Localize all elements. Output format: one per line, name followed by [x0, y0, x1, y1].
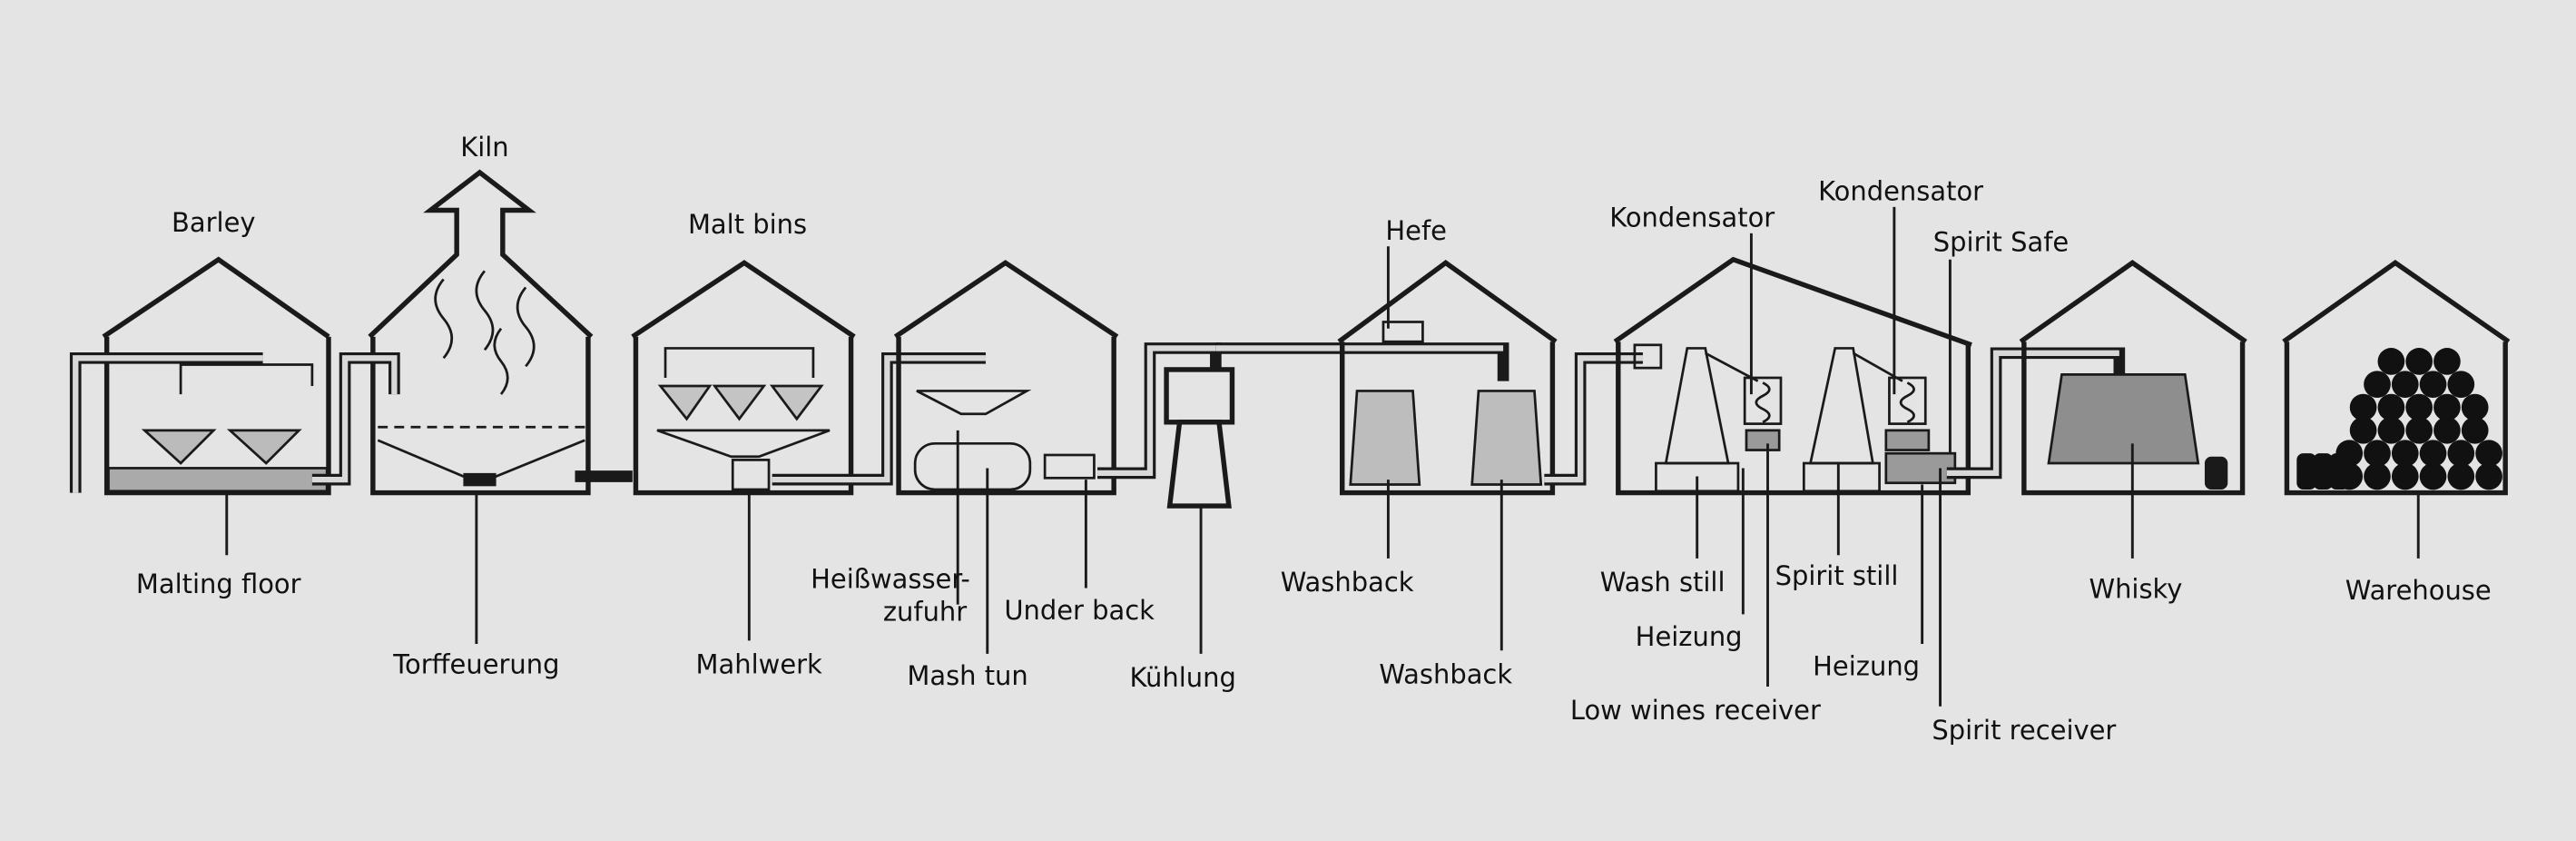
label-spirit-receiver: Spirit receiver	[1932, 715, 2116, 746]
label-torffeuerung: Torffeuerung	[392, 649, 559, 680]
malt-bins-house	[575, 260, 986, 496]
barrel-icon	[2475, 440, 2502, 468]
barrel-icon	[2296, 453, 2317, 490]
barrel-icon	[2313, 453, 2334, 490]
barrel-icon	[2475, 462, 2502, 490]
barrel-icon	[2419, 371, 2447, 399]
cooler	[1164, 342, 1509, 509]
label-malt-bins: Malt bins	[688, 209, 807, 240]
label-warehouse: Warehouse	[2345, 575, 2492, 606]
barrel-icon	[2377, 417, 2405, 444]
label-malting-floor: Malting floor	[136, 569, 301, 599]
label-hefe: Hefe	[1385, 215, 1447, 246]
label-kondensator-2: Kondensator	[1818, 176, 1983, 207]
label-heisswasser-1: Heißwasser-	[811, 563, 970, 594]
barrel-icon	[2433, 348, 2461, 375]
leader-lines	[225, 206, 2420, 707]
barrel-icon	[2447, 440, 2475, 468]
barrel-icon	[2433, 393, 2461, 421]
barrel-icon	[2377, 393, 2405, 421]
label-kiln: Kiln	[460, 132, 508, 163]
barrel-icon	[2461, 393, 2489, 421]
barrel-icon	[2447, 371, 2475, 399]
barrel-icon	[2329, 453, 2350, 490]
barrel-icon	[2377, 348, 2405, 375]
label-washback-2: Washback	[1379, 658, 1512, 689]
barrel-icon	[2391, 440, 2419, 468]
whisky-house	[2019, 260, 2247, 496]
malting-house	[69, 256, 331, 496]
label-under-back: Under back	[1004, 595, 1155, 626]
label-washback-1: Washback	[1281, 567, 1414, 598]
barrel-icon	[2391, 462, 2419, 490]
kiln-house	[311, 169, 594, 496]
barrel-icon	[2364, 371, 2391, 399]
barrel-icon	[2433, 417, 2461, 444]
label-wash-still: Wash still	[1600, 567, 1726, 598]
barrel-icon	[2405, 348, 2433, 375]
label-mash-tun: Mash tun	[907, 660, 1027, 691]
label-spirit-safe: Spirit Safe	[1933, 227, 2069, 258]
barrel-icon	[2364, 440, 2391, 468]
barrel-icon	[2461, 417, 2489, 444]
barrel-icon	[2349, 417, 2377, 444]
label-heizung-2: Heizung	[1813, 650, 1920, 681]
labels: Barley Kiln Malt bins Malting floor Torf…	[136, 132, 2492, 746]
label-low-wines-receiver: Low wines receiver	[1570, 695, 1821, 726]
barrel-stack-icon	[2296, 348, 2502, 490]
barrel-icon	[2349, 393, 2377, 421]
washback-house	[1337, 260, 1643, 496]
label-heizung-1: Heizung	[1636, 621, 1743, 652]
barrel-icon	[2405, 393, 2433, 421]
label-heisswasser-2: zufuhr	[883, 597, 967, 628]
barrel-icon	[2364, 462, 2391, 490]
barrel-icon	[2447, 462, 2475, 490]
barrel-icon	[2405, 417, 2433, 444]
barrel-icon	[2419, 440, 2447, 468]
label-whisky: Whisky	[2089, 573, 2182, 604]
barrel-icon	[2419, 462, 2447, 490]
barrel-icon	[2391, 371, 2419, 399]
still-house	[1613, 256, 2126, 496]
label-kondensator-1: Kondensator	[1609, 203, 1775, 233]
label-mahlwerk: Mahlwerk	[696, 649, 822, 680]
label-kuehlung: Kühlung	[1129, 662, 1235, 693]
mash-house	[893, 260, 1222, 496]
warehouse-house	[2282, 260, 2511, 496]
label-barley: Barley	[172, 207, 255, 238]
label-spirit-still: Spirit still	[1775, 560, 1899, 591]
